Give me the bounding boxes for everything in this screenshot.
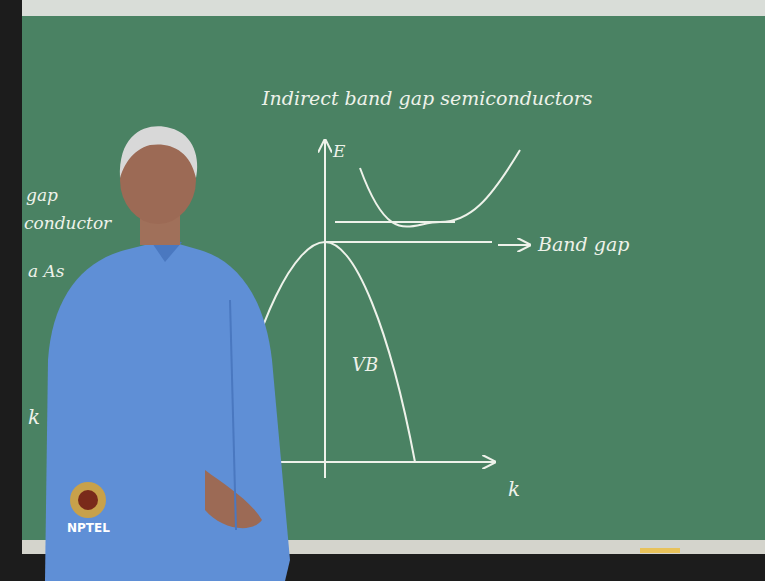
chalk-piece bbox=[640, 548, 680, 553]
partial-note: conductor bbox=[24, 214, 111, 233]
lecturer bbox=[45, 126, 290, 581]
board-heading: Indirect band gap semiconductors bbox=[262, 88, 593, 109]
vb-maximum-line bbox=[325, 241, 492, 243]
partial-note: gap bbox=[26, 186, 58, 205]
cb-minimum-line bbox=[335, 221, 455, 223]
logo-emblem-core bbox=[78, 490, 98, 510]
partial-note: k bbox=[28, 406, 40, 428]
energy-axis bbox=[324, 140, 326, 478]
board-frame-top bbox=[22, 0, 765, 16]
pointer-arrow bbox=[498, 244, 530, 246]
annotation: Band gap bbox=[538, 234, 629, 255]
axis-label: k bbox=[508, 478, 520, 500]
logo-emblem bbox=[70, 482, 106, 518]
logo-text: NPTEL bbox=[67, 522, 110, 535]
band-label: VB bbox=[352, 355, 378, 375]
partial-note: a As bbox=[28, 262, 65, 281]
conduction-band bbox=[360, 150, 520, 227]
axis-label: E bbox=[333, 142, 345, 161]
